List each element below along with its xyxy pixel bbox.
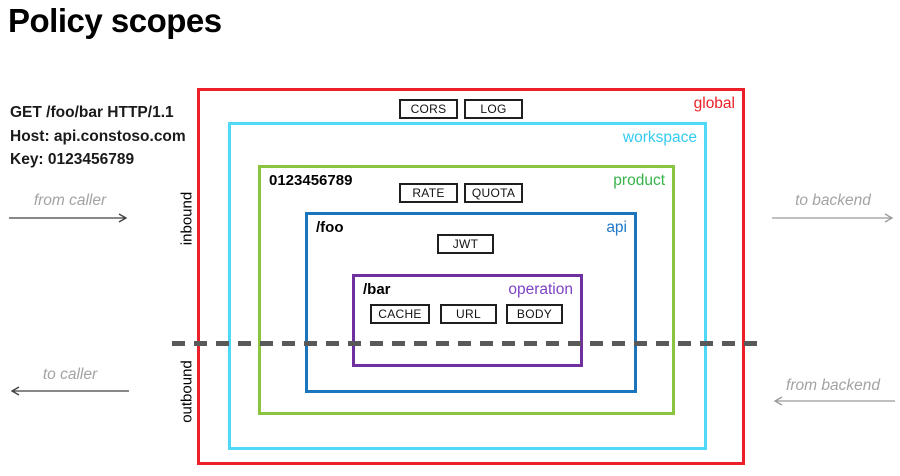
arrow-right-icon	[8, 211, 132, 229]
scope-product-label: product	[613, 172, 665, 189]
outbound-label: outbound	[178, 360, 196, 423]
from-backend-label: from backend	[786, 377, 880, 394]
request-host: Host: api.constoso.com	[10, 127, 186, 145]
page-title: Policy scopes	[8, 2, 222, 39]
scope-operation-label: operation	[508, 281, 573, 298]
api-path-label: /foo	[316, 219, 344, 236]
scope-product: 0123456789 product RATE QUOTA /foo api J…	[258, 165, 675, 415]
scope-global: global CORS LOG workspace 0123456789 pro…	[197, 88, 745, 465]
http-request-sample: GET /foo/bar HTTP/1.1 Host: api.constoso…	[10, 101, 186, 172]
from-caller-label: from caller	[33, 192, 107, 209]
arrow-left-icon	[8, 384, 132, 402]
to-caller-label: to caller	[42, 366, 98, 383]
inbound-outbound-divider	[172, 341, 758, 346]
policy-chip-log: LOG	[464, 99, 523, 119]
arrow-right-icon	[771, 211, 897, 229]
request-key: Key: 0123456789	[10, 151, 135, 168]
scope-operation: /bar operation CACHE URL BODY	[352, 274, 583, 367]
to-backend-label: to backend	[795, 192, 871, 209]
operation-path-label: /bar	[363, 281, 391, 298]
policy-chip-body: BODY	[506, 304, 563, 324]
arrow-left-icon	[771, 394, 897, 412]
policy-chip-cors: CORS	[399, 99, 458, 119]
policy-chip-jwt: JWT	[437, 234, 494, 254]
arrow-left-icon	[10, 386, 129, 396]
policy-chip-url: URL	[440, 304, 497, 324]
policy-chip-rate: RATE	[399, 183, 458, 203]
product-id-label: 0123456789	[269, 172, 353, 189]
arrow-left-icon	[773, 396, 895, 406]
policy-chip-cache: CACHE	[370, 304, 430, 324]
scope-api-label: api	[606, 219, 627, 236]
inbound-label: inbound	[178, 191, 196, 246]
scope-global-label: global	[693, 95, 735, 112]
scope-api: /foo api JWT /bar operation CACHE URL BO…	[305, 212, 637, 393]
policy-chip-quota: QUOTA	[464, 183, 523, 203]
arrow-right-icon	[9, 213, 128, 223]
request-line: GET /foo/bar HTTP/1.1	[10, 104, 174, 121]
scope-workspace-label: workspace	[622, 129, 697, 146]
arrow-right-icon	[772, 213, 894, 223]
scope-workspace: workspace 0123456789 product RATE QUOTA …	[228, 122, 707, 450]
